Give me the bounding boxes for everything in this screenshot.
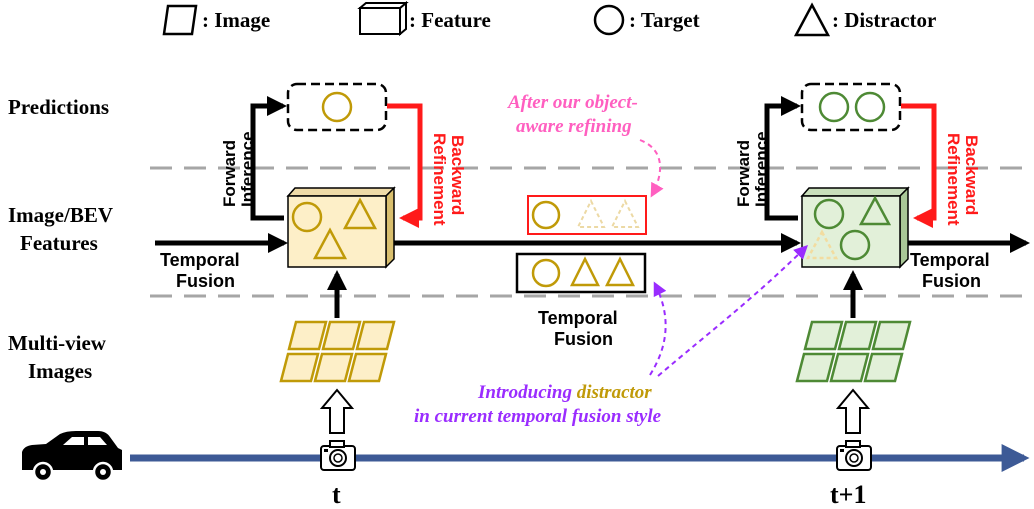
refined-fusion-box — [527, 195, 647, 235]
forward-label-t1-2: Inference — [752, 131, 771, 207]
row-label-predictions: Predictions — [8, 95, 109, 119]
prediction-box-t — [286, 82, 388, 132]
temporal-fusion-label-left-1: Temporal — [160, 250, 240, 270]
capture-arrow-t — [319, 388, 355, 434]
suppressed-distractor-2 — [610, 198, 640, 228]
camera-icon-t — [320, 440, 356, 471]
time-label-t: t — [332, 480, 341, 509]
middle-temporal-label-2: Fusion — [554, 329, 613, 349]
suppressed-distractor-1 — [576, 198, 606, 228]
row-label-features-1: Image/BEV — [8, 203, 113, 227]
introducing-note-1: Introducing distractor — [477, 382, 652, 403]
image-legend-icon — [162, 4, 198, 36]
forward-label-t-1: Forward — [220, 140, 239, 207]
legend-distractor-label: : Distractor — [832, 8, 936, 32]
multiview-images-t1 — [795, 320, 912, 383]
forward-inference-arrow-t — [250, 96, 287, 221]
feature-distractor-t-1 — [342, 197, 378, 230]
refining-note-2: aware refining — [516, 116, 632, 137]
introduced-distractor-t1 — [805, 229, 839, 260]
fused-target — [531, 258, 561, 288]
backward-label-t-1: Backward — [448, 135, 467, 215]
car-icon — [22, 431, 122, 483]
prediction-target-t1-1 — [818, 91, 850, 123]
capture-arrow-t1 — [835, 388, 871, 434]
feature-cube-t1 — [800, 186, 910, 269]
distractor-legend-icon — [793, 2, 831, 37]
backward-label-t-2: Refinement — [430, 133, 449, 226]
introducing-arrow-to-fusion — [649, 281, 667, 376]
feature-target-t — [291, 201, 323, 233]
refining-note-arrow — [639, 139, 664, 198]
introducing-note-2: in current temporal fusion style — [414, 406, 662, 427]
forward-label-t-2: Inference — [238, 131, 257, 207]
feature-cube-t — [286, 186, 396, 269]
introducing-note-keyword: distractor — [577, 382, 653, 403]
refining-note-1: After our object- — [507, 92, 638, 113]
feature-legend-icon — [357, 0, 409, 37]
feature-distractor-t1 — [858, 195, 892, 226]
feature-target-t1-1 — [813, 198, 845, 230]
feature-distractor-t-2 — [312, 227, 348, 260]
camera-icon-t1 — [836, 440, 872, 471]
temporal-fusion-label-left-2: Fusion — [176, 271, 235, 291]
fused-distractor-2 — [604, 256, 636, 287]
prediction-box-t1 — [800, 82, 902, 132]
legend-image-label: : Image — [202, 8, 270, 32]
prediction-target-t — [321, 91, 353, 123]
row-label-images-1: Multi-view — [8, 331, 107, 355]
introducing-note-prefix: Introducing — [477, 382, 577, 403]
forward-label-t1-1: Forward — [734, 140, 753, 207]
temporal-fusion-label-right-2: Fusion — [922, 271, 981, 291]
feature-target-t1-2 — [839, 229, 871, 261]
backward-refinement-arrow-t1 — [901, 103, 937, 228]
legend-target-label: : Target — [629, 8, 700, 32]
row-label-features-2: Features — [20, 231, 98, 255]
fused-distractor-1 — [569, 256, 601, 287]
backward-refinement-arrow-t — [387, 103, 423, 228]
prediction-target-t1-2 — [854, 91, 886, 123]
time-label-t1: t+1 — [830, 480, 866, 509]
middle-temporal-label-1: Temporal — [538, 308, 618, 328]
multiview-images-t — [279, 320, 396, 383]
backward-label-t1-2: Refinement — [944, 133, 963, 226]
backward-label-t1-1: Backward — [962, 135, 981, 215]
current-fusion-box — [515, 252, 647, 294]
legend-feature-label: : Feature — [409, 8, 491, 32]
target-legend-icon — [593, 4, 625, 36]
forward-inference-arrow-t1 — [764, 96, 801, 221]
refined-target — [531, 200, 561, 230]
legend: : Image : Feature : Target : Distractor — [162, 0, 936, 37]
temporal-fusion-label-right-1: Temporal — [910, 250, 990, 270]
row-label-images-2: Images — [28, 359, 92, 383]
introducing-arrow-to-feature — [657, 245, 808, 377]
